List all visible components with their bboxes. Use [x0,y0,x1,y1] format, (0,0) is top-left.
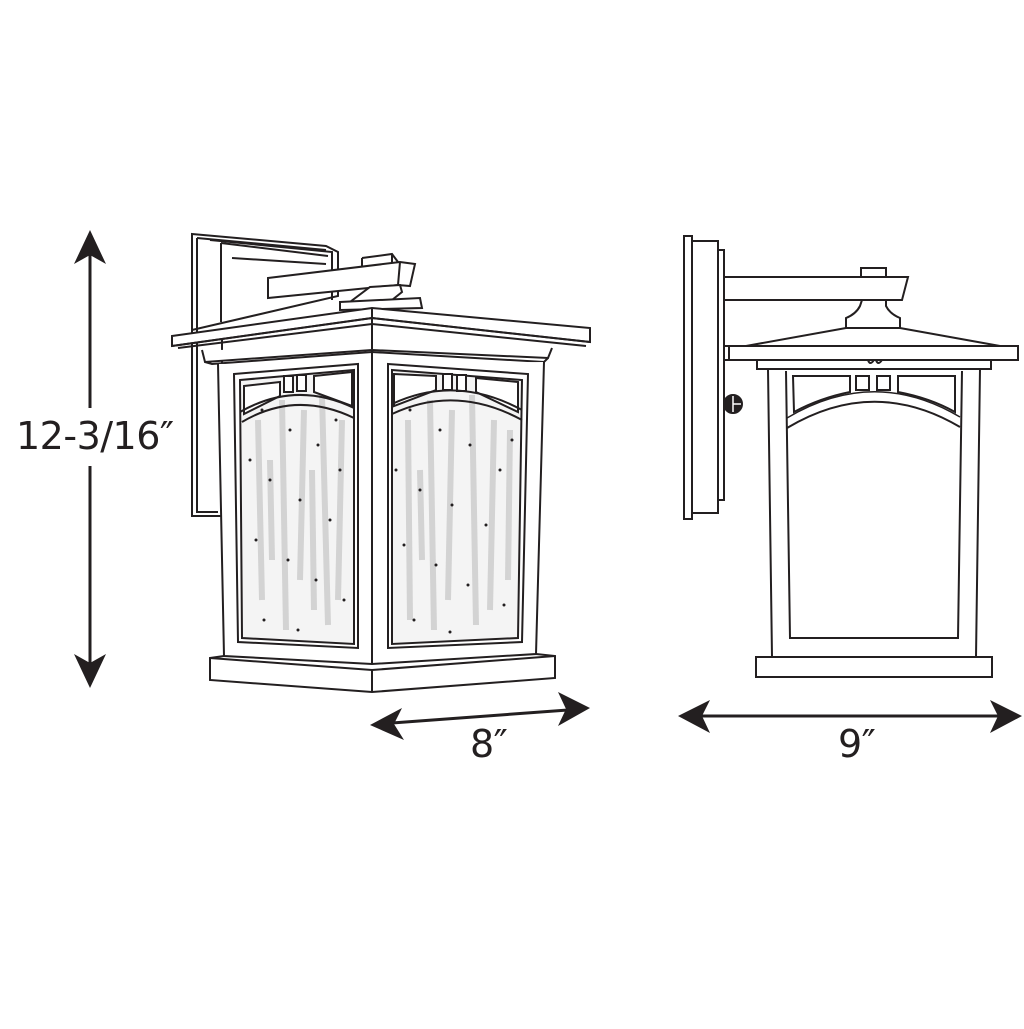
mounting-arm [267,252,424,312]
width-dimension-arrow [678,700,1022,733]
side-body [755,368,993,678]
depth-dimension-label: 8″ [470,722,508,766]
depth-dimension-arrow [370,692,590,740]
side-backplate [683,235,725,520]
left-glass-panel [232,362,359,650]
side-roof [723,327,1019,370]
right-glass-panel [387,362,530,650]
side-mounting-arm [723,267,910,329]
perspective-lantern [171,232,591,694]
mounting-knob [723,394,743,414]
width-dimension-label: 9″ [838,722,876,766]
glass-seed-dots [248,408,514,634]
side-view-lantern [683,235,1019,678]
height-dimension-arrow [74,230,106,688]
height-dimension-label: 12-3/16″ [16,414,174,458]
